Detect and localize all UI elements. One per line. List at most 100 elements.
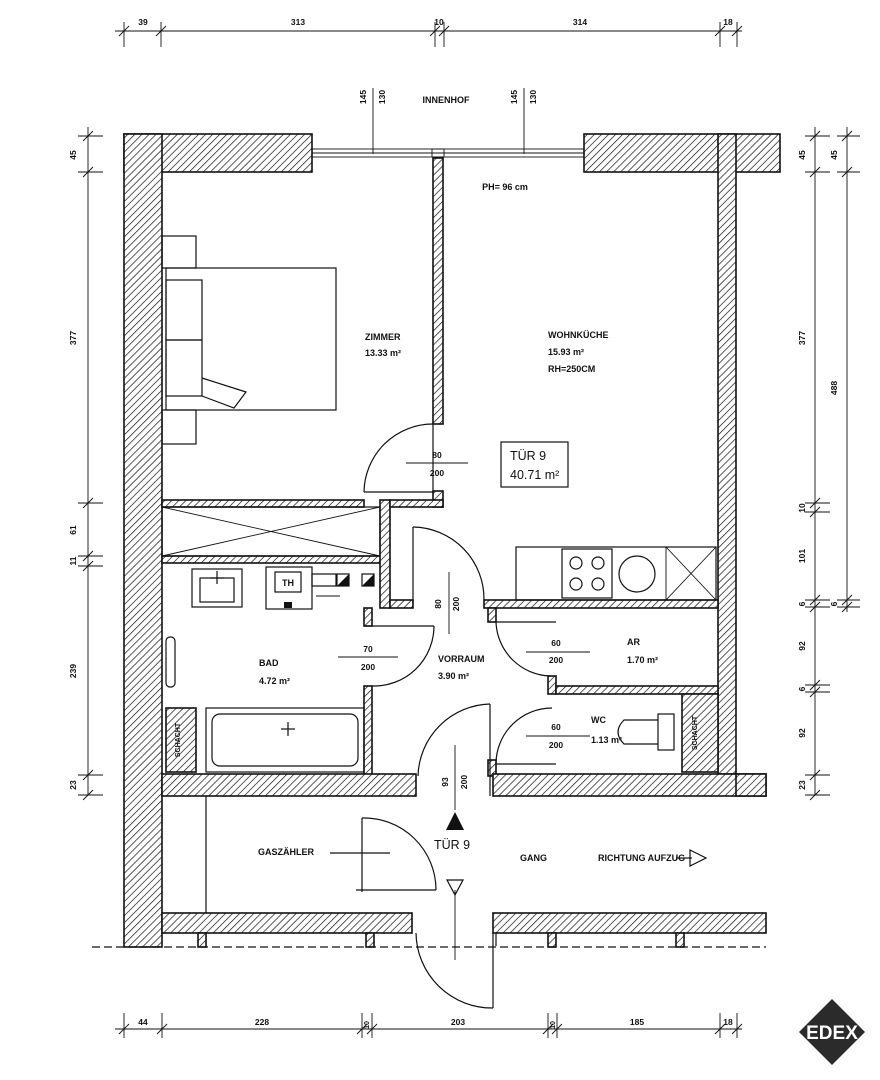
shaft-label-right: SCHACHT [692,715,699,750]
room-wohnkueche-name: WOHNKÜCHE [548,330,609,340]
bottom-dim-4: 10 [550,1021,557,1029]
water-heater: TH [265,566,313,610]
entry-door-h: 200 [459,775,469,789]
water-heater-label: TH [282,578,294,588]
top-dim-1: 313 [291,17,305,27]
room-vorraum-name: VORRAUM [438,654,485,664]
left-dim-0: 45 [68,150,78,160]
unit-box: TÜR 9 40.71 m² [500,441,569,488]
wc-door-h: 200 [549,740,563,750]
right-dimension-chain-inner: 45 377 10 101 6 92 6 92 23 [797,127,830,801]
pipe-markers [311,573,375,597]
window-frame [311,148,585,158]
right-dim-6: 6 [797,686,807,691]
room-bad-area: 4.72 m² [259,676,290,686]
window-dim-3: 130 [528,90,538,104]
top-dim-2: 10 [434,17,444,27]
left-dim-1: 377 [68,331,78,345]
top-dim-3: 314 [573,17,587,27]
entry-arrow-icon [446,812,464,830]
room-gang-name: GANG [520,853,547,863]
right-outer-dim-0: 45 [829,150,839,160]
window-dim-2: 145 [509,90,519,104]
room-zimmer-name: ZIMMER [365,332,401,342]
room-wc-name: WC [591,715,606,725]
room-vorraum-area: 3.90 m² [438,671,469,681]
window-dimensions: 145 130 145 130 [358,88,538,154]
bottom-dim-2: 10 [364,1021,371,1029]
parapet-height-note: PH= 96 cm [482,182,528,192]
zimmer-door-h: 200 [430,468,444,478]
room-wohnkueche-rh: RH=250CM [548,364,595,374]
wardrobe [161,506,381,557]
top-dim-0: 39 [138,17,148,27]
room-zimmer-area: 13.33 m² [365,348,401,358]
right-dimension-chain-outer: 45 488 6 [829,127,860,613]
towel-rail [165,636,176,688]
room-gaszaehler-name: GASZÄHLER [258,847,315,857]
entry-door: 93 200 [417,703,491,830]
unit-box-line1: TÜR 9 [510,449,546,463]
left-dim-5: 23 [68,780,78,790]
bathtub [205,707,365,773]
bad-door: 70 200 [338,625,435,687]
room-wohnkueche-area: 15.93 m² [548,347,584,357]
bad-door-h: 200 [361,662,375,672]
ar-door: 60 200 [495,621,590,677]
bottom-dimension-chain: 44 228 10 203 10 185 18 [115,1013,743,1038]
stair-door [415,879,494,1009]
bottom-dim-5: 185 [630,1017,644,1027]
ar-door-w: 60 [551,638,561,648]
kitchen-counter [515,546,717,601]
logo-text: EDEX [806,1023,858,1044]
stair-arrow-icon [446,879,464,897]
room-wc-area: 1.13 m² [591,735,622,745]
entry-door-label: TÜR 9 [434,838,470,852]
bed [161,235,337,445]
left-dim-3: 11 [68,556,78,565]
right-dim-1: 377 [797,331,807,345]
left-dim-4: 239 [68,664,78,678]
bottom-dim-1: 228 [255,1017,269,1027]
bottom-dim-0: 44 [138,1017,148,1027]
sink-icon [191,568,243,608]
kueche-door-h: 200 [451,597,461,611]
right-dim-0: 45 [797,150,807,160]
elevator-direction-arrow-icon [676,849,708,867]
zimmer-door-w: 80 [432,450,442,460]
right-outer-dim-1: 488 [829,381,839,395]
right-dim-5: 92 [797,641,807,651]
room-bad-name: BAD [259,658,279,668]
toilet-icon [617,713,675,751]
gaszaehler-door [356,817,437,892]
top-dim-4: 18 [723,17,733,27]
zimmer-door: 80 200 [363,423,468,493]
kueche-door-w: 80 [433,599,443,609]
left-dim-2: 61 [68,525,78,535]
kueche-door: 80 200 [412,526,485,634]
bottom-dim-6: 18 [723,1017,733,1027]
right-dim-3: 101 [797,549,807,563]
wc-door-w: 60 [551,722,561,732]
room-ar-name: AR [627,637,640,647]
window-dim-0: 145 [358,90,368,104]
bottom-dim-3: 203 [451,1017,465,1027]
shaft-label-left: SCHACHT [175,722,182,757]
walls [123,133,781,948]
entry-door-w: 93 [440,777,450,787]
elevator-direction-label: RICHTUNG AUFZUG [598,853,685,863]
room-ar-area: 1.70 m² [627,655,658,665]
edex-logo: EDEX [799,999,865,1065]
ar-door-h: 200 [549,655,563,665]
right-dim-8: 23 [797,780,807,790]
right-outer-dim-2: 6 [829,601,839,606]
bad-door-w: 70 [363,644,373,654]
left-dimension-chain: 45 377 61 11 239 23 [68,127,103,801]
wc-door: 60 200 [495,707,590,765]
right-dim-7: 92 [797,728,807,738]
top-dimension-chain: 39 313 10 314 18 [115,17,743,47]
right-dim-4: 6 [797,601,807,606]
innenhof-label: INNENHOF [423,95,471,105]
right-dim-2: 10 [797,503,807,513]
